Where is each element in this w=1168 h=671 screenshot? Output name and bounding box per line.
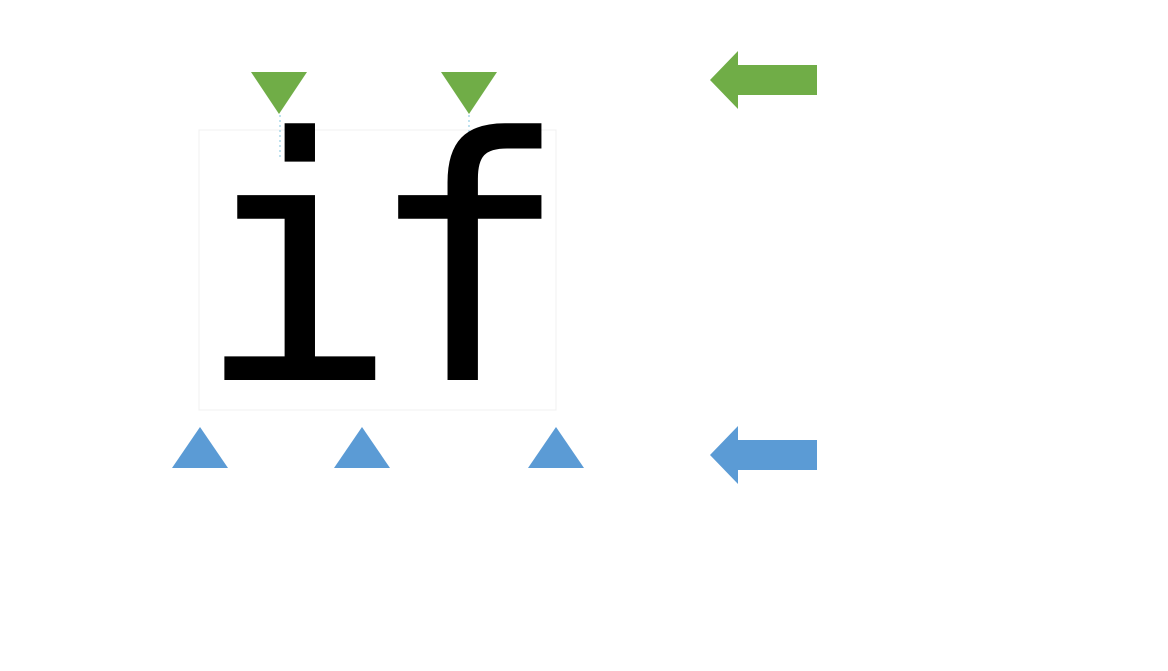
top-marker-triangle-2 bbox=[441, 72, 497, 114]
bottom-marker-triangle-3 bbox=[528, 427, 584, 468]
bottom-marker-triangle-2 bbox=[334, 427, 390, 468]
bottom-left-arrow-icon bbox=[710, 426, 817, 484]
top-marker-triangle-1 bbox=[251, 72, 307, 114]
bottom-marker-triangle-1 bbox=[172, 427, 228, 468]
glyph-i: i bbox=[195, 66, 399, 460]
glyph-f: f bbox=[366, 66, 570, 460]
glyph-box-outline bbox=[198, 129, 557, 411]
top-left-arrow-icon bbox=[710, 51, 817, 109]
